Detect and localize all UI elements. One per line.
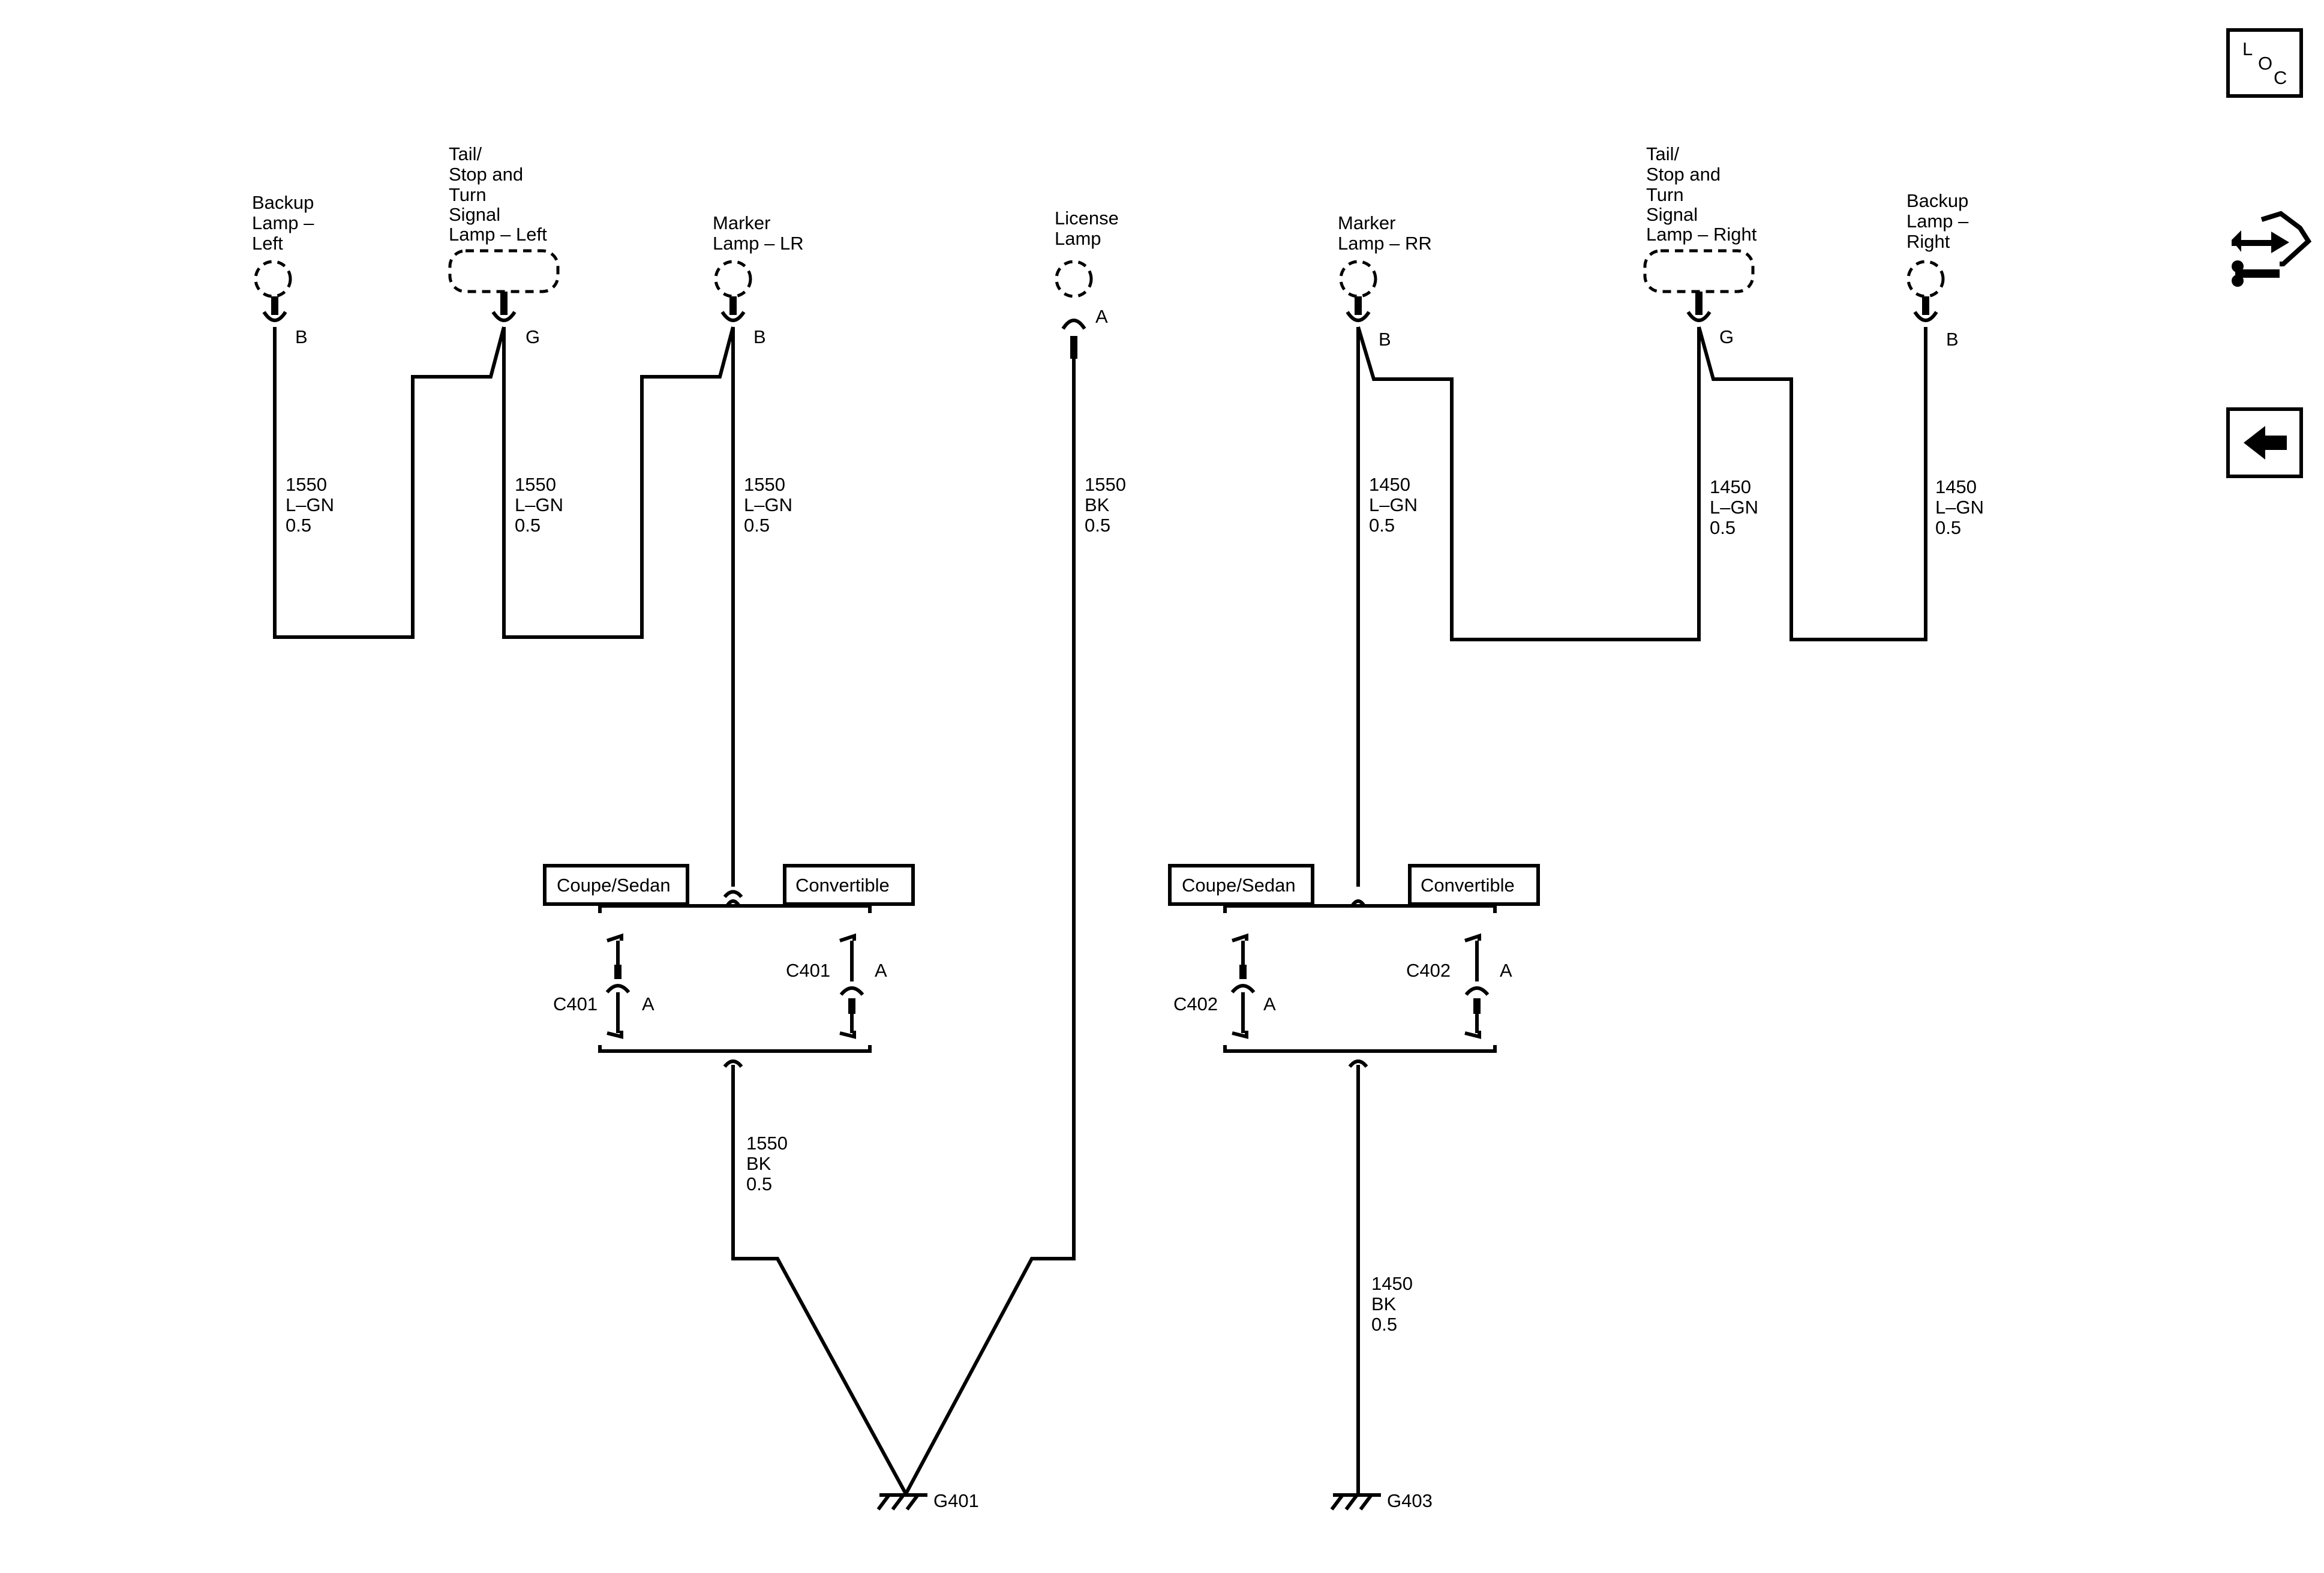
connector-c402-coupe xyxy=(1230,933,1256,1039)
wire-label-8: 1550 BK 0.5 xyxy=(746,1133,793,1194)
pin-label-backup-right: B xyxy=(1946,329,1959,350)
label-tail-lamp-right: Tail/ Stop and Turn Signal Lamp – Right xyxy=(1646,143,1757,245)
marker-lamp-lr-component xyxy=(714,260,752,298)
option-label-left-convertible: Convertible xyxy=(795,875,890,896)
label-license-lamp: License Lamp xyxy=(1055,208,1124,249)
svg-text:C: C xyxy=(2274,67,2287,88)
wire-label-7: 1450 L–GN 0.5 xyxy=(1935,476,1989,538)
license-lamp-component xyxy=(1055,260,1093,298)
ground-label-g401: G401 xyxy=(933,1490,979,1511)
marker-lamp-rr-component xyxy=(1339,260,1377,298)
pin-marker-rr xyxy=(1346,296,1371,322)
label-marker-lamp-lr: Marker Lamp – LR xyxy=(713,212,804,254)
wire-label-3: 1550 L–GN 0.5 xyxy=(744,474,798,536)
back-arrow-icon[interactable] xyxy=(2226,407,2303,478)
connector-pin-c402-convertible: A xyxy=(1500,960,1512,981)
pin-marker-lr xyxy=(720,296,746,322)
pin-label-tail-left: G xyxy=(526,326,540,347)
ground-label-g403: G403 xyxy=(1387,1490,1433,1511)
option-label-left-coupe: Coupe/Sedan xyxy=(557,875,671,896)
option-label-right-convertible: Convertible xyxy=(1421,875,1515,896)
option-bracket-right xyxy=(1223,899,1497,1068)
connector-c401-coupe xyxy=(605,933,630,1039)
tail-lamp-right-component xyxy=(1643,249,1755,293)
connector-pin-c401-coupe: A xyxy=(642,993,654,1014)
pin-backup-left xyxy=(262,296,287,322)
label-marker-lamp-rr: Marker Lamp – RR xyxy=(1338,212,1432,254)
pin-label-marker-rr: B xyxy=(1379,329,1391,350)
connector-label-c402-coupe: C402 xyxy=(1173,993,1218,1014)
ground-g403-icon xyxy=(1330,1493,1381,1511)
wire-c401-to-g401 xyxy=(731,1065,908,1495)
wire-license-to-ground xyxy=(904,359,1076,1495)
option-bracket-left xyxy=(598,890,872,1068)
pin-backup-right xyxy=(1913,296,1938,322)
option-box-left-convertible xyxy=(783,864,915,906)
wire-tail-right-to-backup-right xyxy=(1697,326,1927,641)
wire-label-6: 1450 L–GN 0.5 xyxy=(1710,476,1764,538)
connector-c402-convertible xyxy=(1464,933,1490,1039)
connector-pin-c402-coupe: A xyxy=(1263,993,1276,1014)
wire-tail-left-to-marker-lr xyxy=(502,326,735,639)
pin-license xyxy=(1061,319,1086,359)
wire-label-1: 1550 L–GN 0.5 xyxy=(286,474,340,536)
label-backup-lamp-right: Backup Lamp – Right xyxy=(1906,190,1974,252)
connector-pin-c401-convertible: A xyxy=(875,960,887,981)
backup-lamp-right-component xyxy=(1906,260,1945,298)
pin-label-license: A xyxy=(1095,306,1108,327)
connector-label-c401-coupe: C401 xyxy=(553,993,597,1014)
wire-marker-rr-to-tail-right xyxy=(1356,326,1701,641)
wire-label-5: 1450 L–GN 0.5 xyxy=(1369,474,1423,536)
option-label-right-coupe: Coupe/Sedan xyxy=(1182,875,1296,896)
wire-label-2: 1550 L–GN 0.5 xyxy=(515,474,569,536)
pin-tail-right xyxy=(1686,292,1712,322)
connector-harness-icon[interactable] xyxy=(2232,211,2312,287)
tail-lamp-left-component xyxy=(448,249,560,293)
option-box-right-convertible xyxy=(1408,864,1540,906)
connector-label-c401-convertible: C401 xyxy=(786,960,830,981)
pin-label-tail-right: G xyxy=(1719,326,1734,347)
label-tail-lamp-left: Tail/ Stop and Turn Signal Lamp – Left xyxy=(449,143,547,245)
pin-label-backup-left: B xyxy=(295,326,308,347)
wire-label-9: 1450 BK 0.5 xyxy=(1371,1273,1418,1335)
pin-tail-left xyxy=(491,292,517,322)
pin-label-marker-lr: B xyxy=(753,326,766,347)
wire-backup-left-to-tail-left xyxy=(273,326,506,639)
svg-text:O: O xyxy=(2258,53,2272,74)
label-backup-lamp-left: Backup Lamp – Left xyxy=(252,192,319,254)
ground-g401-icon xyxy=(876,1493,927,1511)
svg-text:L: L xyxy=(2242,38,2253,59)
backup-lamp-left-component xyxy=(254,260,292,298)
connector-label-c402-convertible: C402 xyxy=(1406,960,1451,981)
wire-label-4: 1550 BK 0.5 xyxy=(1085,474,1131,536)
loc-icon[interactable]: L O C xyxy=(2226,28,2303,98)
connector-c401-convertible xyxy=(839,933,864,1039)
